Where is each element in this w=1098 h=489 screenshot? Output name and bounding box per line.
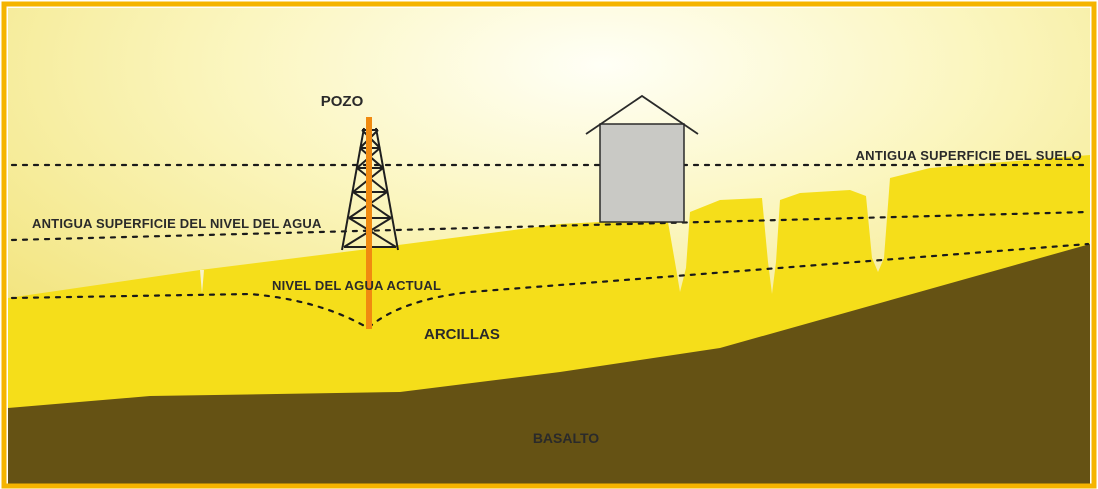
well-pipe bbox=[366, 117, 372, 329]
old-water-level-line bbox=[10, 210, 1090, 242]
basalt-layer bbox=[8, 244, 1090, 484]
clay-crack bbox=[200, 270, 204, 294]
old-ground-surface-label: ANTIGUA SUPERFICIE DEL SUELO bbox=[855, 148, 1082, 163]
basalt-label: BASALTO bbox=[533, 430, 599, 446]
clays-label: ARCILLAS bbox=[424, 326, 500, 343]
well-label: POZO bbox=[321, 93, 364, 110]
old-water-level-label: ANTIGUA SUPERFICIE DEL NIVEL DEL AGUA bbox=[32, 216, 322, 231]
current-water-level-label: NIVEL DEL AGUA ACTUAL bbox=[272, 278, 441, 293]
house-icon bbox=[585, 94, 699, 223]
